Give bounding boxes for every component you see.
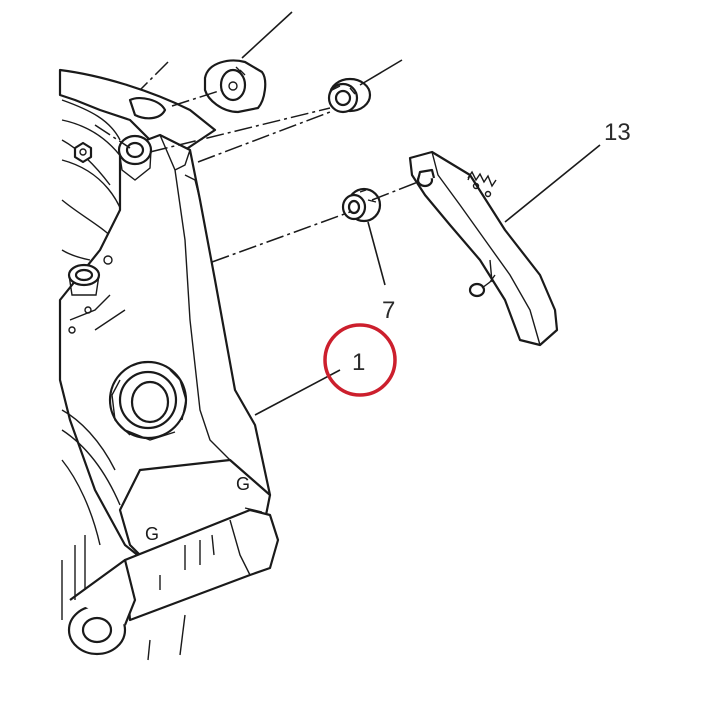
main-frame-assembly: G G — [58, 68, 280, 661]
highlight-circle — [323, 323, 397, 397]
svg-text:G: G — [236, 474, 250, 494]
callout-label-13: 13 — [604, 119, 631, 146]
svg-text:G: G — [145, 524, 159, 544]
upper-grommet — [327, 77, 372, 114]
guide-cover-part-13 — [408, 150, 559, 347]
leader-lines — [241, 11, 601, 416]
assembly-center-lines — [94, 61, 419, 263]
top-plug-component — [203, 59, 267, 114]
grommet-part-7 — [341, 187, 382, 223]
callout-label-7: 7 — [382, 297, 395, 324]
callout-label-1: 1 — [352, 349, 365, 376]
